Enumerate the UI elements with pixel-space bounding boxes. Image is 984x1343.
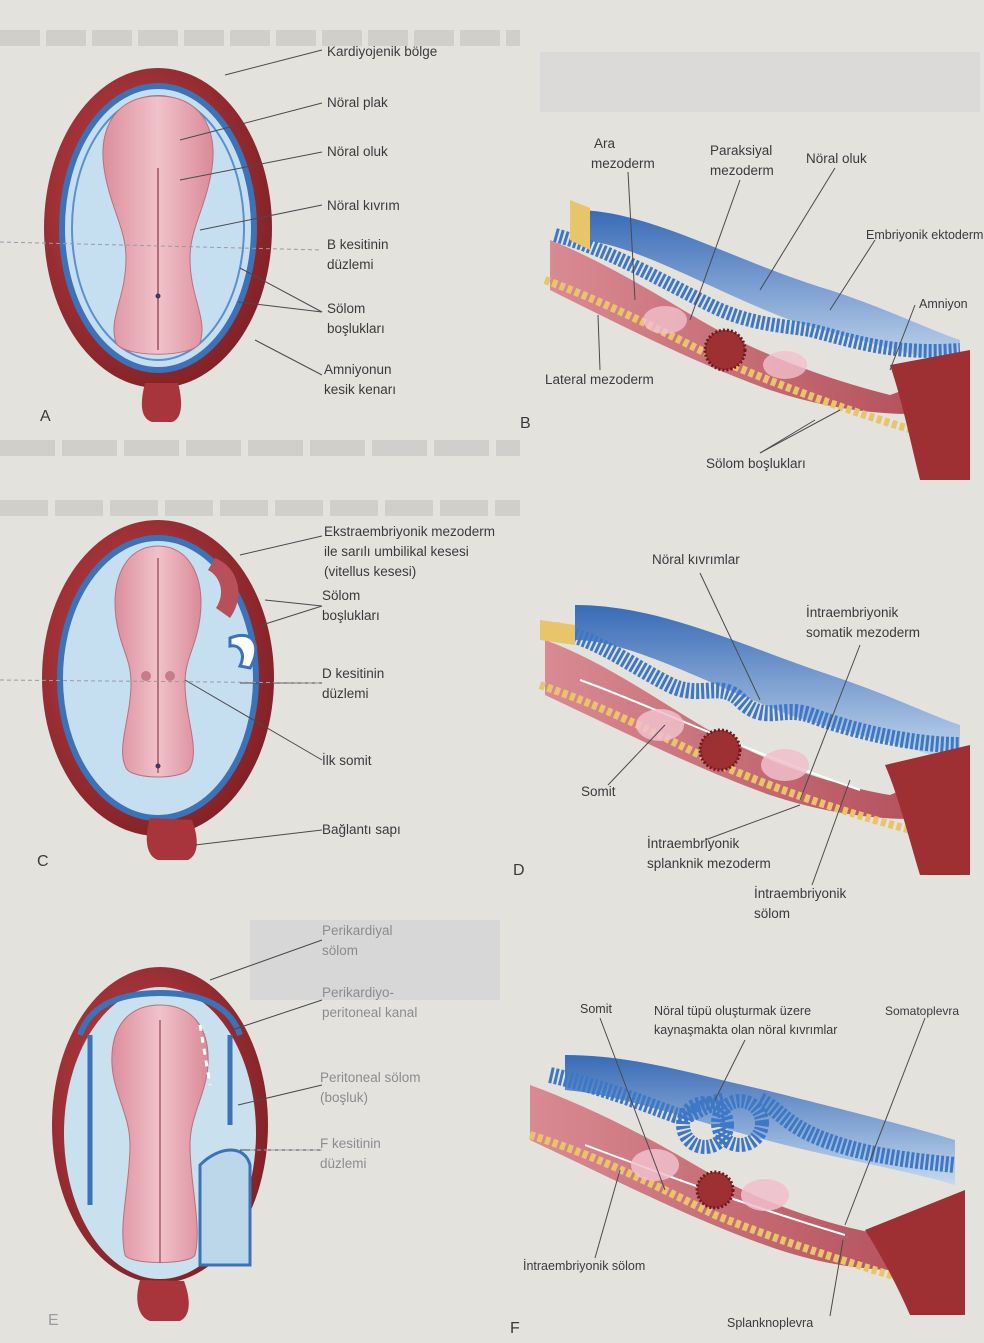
label-peritoneal-solom: Peritoneal sölom bbox=[320, 1069, 421, 1086]
label-kesik-kenari: kesik kenarı bbox=[324, 381, 396, 398]
label-f-somit: Somit bbox=[580, 1001, 612, 1018]
label-noral-kivrimlar: Nöral kıvrımlar bbox=[652, 551, 740, 568]
label-intraembriyonik-solom-1: İntraembriyonik bbox=[754, 885, 846, 902]
background-grey-box bbox=[540, 52, 980, 112]
background-text-band bbox=[0, 440, 520, 456]
label-ara-mezoderm: mezoderm bbox=[591, 155, 655, 172]
label-d-somit: Somit bbox=[581, 783, 616, 800]
label-c-solom: Sölom bbox=[322, 587, 360, 604]
label-splanknoplevra: Splanknoplevra bbox=[727, 1315, 813, 1332]
label-b-kesitinin: B kesitinin bbox=[327, 236, 389, 253]
label-ile-sarili-umbilikal: ile sarılı umbilikal kesesi bbox=[324, 543, 469, 560]
label-perikardiyal-solom: sölom bbox=[322, 942, 358, 959]
label-b-solom-bosluklari: Sölom boşlukları bbox=[706, 455, 806, 472]
notochord bbox=[700, 730, 740, 770]
background-text-band bbox=[0, 30, 520, 46]
label-noral-tupu-2: kaynaşmakta olan nöral kıvrımlar bbox=[654, 1022, 837, 1039]
label-baglanti-sapi: Bağlantı sapı bbox=[322, 821, 401, 838]
label-intraembriyonik-somatik-1: İntraembriyonik bbox=[806, 604, 898, 621]
connecting-stalk bbox=[142, 383, 181, 422]
label-c-bosluklari: boşlukları bbox=[322, 607, 380, 624]
label-intraembriyonik-somatik-2: somatik mezoderm bbox=[806, 624, 920, 641]
label-ilk-somit: İlk somit bbox=[322, 752, 372, 769]
label-intraembriyonik-solom-f: İntraembriyonik sölom bbox=[523, 1258, 645, 1275]
panel-b-figure bbox=[530, 180, 980, 480]
label-somatoplevra: Somatoplevra bbox=[885, 1003, 959, 1020]
label-a-bosluklari: boşlukları bbox=[327, 320, 385, 337]
panel-c-figure bbox=[40, 518, 280, 878]
label-perikardiyo: Perikardiyo- bbox=[322, 984, 394, 1001]
panel-letter-e: E bbox=[48, 1312, 59, 1330]
panel-letter-f: F bbox=[510, 1320, 520, 1338]
background-text-band bbox=[0, 500, 520, 516]
label-noral-tupu-1: Nöral tüpü oluşturmak üzere bbox=[654, 1003, 811, 1020]
label-peritoneal-kanal: peritoneal kanal bbox=[322, 1004, 417, 1021]
label-vitellus-kesesi: (vitellus kesesi) bbox=[324, 563, 416, 580]
label-lateral-mezoderm: Lateral mezoderm bbox=[545, 371, 654, 388]
label-noral-kivrim: Nöral kıvrım bbox=[327, 197, 400, 214]
notochord bbox=[705, 330, 745, 370]
notochord bbox=[697, 1172, 733, 1208]
label-intraembriyonik-solom-2: sölom bbox=[754, 905, 790, 922]
label-intraembriyonik-splanknik-2: splanknik mezoderm bbox=[647, 855, 771, 872]
label-noral-plak: Nöral plak bbox=[327, 94, 388, 111]
label-perikardiyal: Perikardiyal bbox=[322, 922, 393, 939]
amnion-wall bbox=[865, 1190, 965, 1315]
panel-letter-a: A bbox=[40, 408, 51, 426]
panel-letter-d: D bbox=[513, 862, 525, 880]
label-paraksiyal: Paraksiyal bbox=[710, 142, 772, 159]
label-paraksiyal-mezoderm: mezoderm bbox=[710, 162, 774, 179]
amnion-wall bbox=[890, 350, 970, 480]
label-f-kesitinin: F kesitinin bbox=[320, 1135, 381, 1152]
panel-a-figure bbox=[40, 58, 280, 438]
label-f-duzlemi: düzlemi bbox=[320, 1155, 367, 1172]
label-amniyon: Amniyon bbox=[919, 296, 968, 313]
label-b-duzlemi: düzlemi bbox=[327, 256, 374, 273]
label-bosluk: (boşluk) bbox=[320, 1089, 368, 1106]
label-ekstraembriyonik-mezoderm: Ekstraembriyonik mezoderm bbox=[324, 523, 495, 540]
label-amniyonun: Amniyonun bbox=[324, 361, 392, 378]
panel-letter-c: C bbox=[37, 853, 49, 871]
label-kardiyojenik-bolge: Kardiyojenik bölge bbox=[327, 43, 437, 60]
panel-e-figure bbox=[50, 965, 270, 1330]
label-a-solom: Sölom bbox=[327, 300, 365, 317]
label-d-duzlemi: düzlemi bbox=[322, 685, 369, 702]
label-intraembriyonik-splanknik-1: İntraembriyonik bbox=[647, 835, 739, 852]
label-noral-oluk: Nöral oluk bbox=[327, 143, 388, 160]
label-b-noral-oluk: Nöral oluk bbox=[806, 150, 867, 167]
label-embriyonik-ektoderm: Embriyonik ektoderm bbox=[866, 227, 983, 244]
label-d-kesitinin: D kesitinin bbox=[322, 665, 384, 682]
connecting-stalk bbox=[147, 818, 197, 860]
connecting-stalk bbox=[137, 1280, 189, 1321]
label-ara: Ara bbox=[594, 135, 615, 152]
panel-letter-b: B bbox=[520, 415, 531, 433]
